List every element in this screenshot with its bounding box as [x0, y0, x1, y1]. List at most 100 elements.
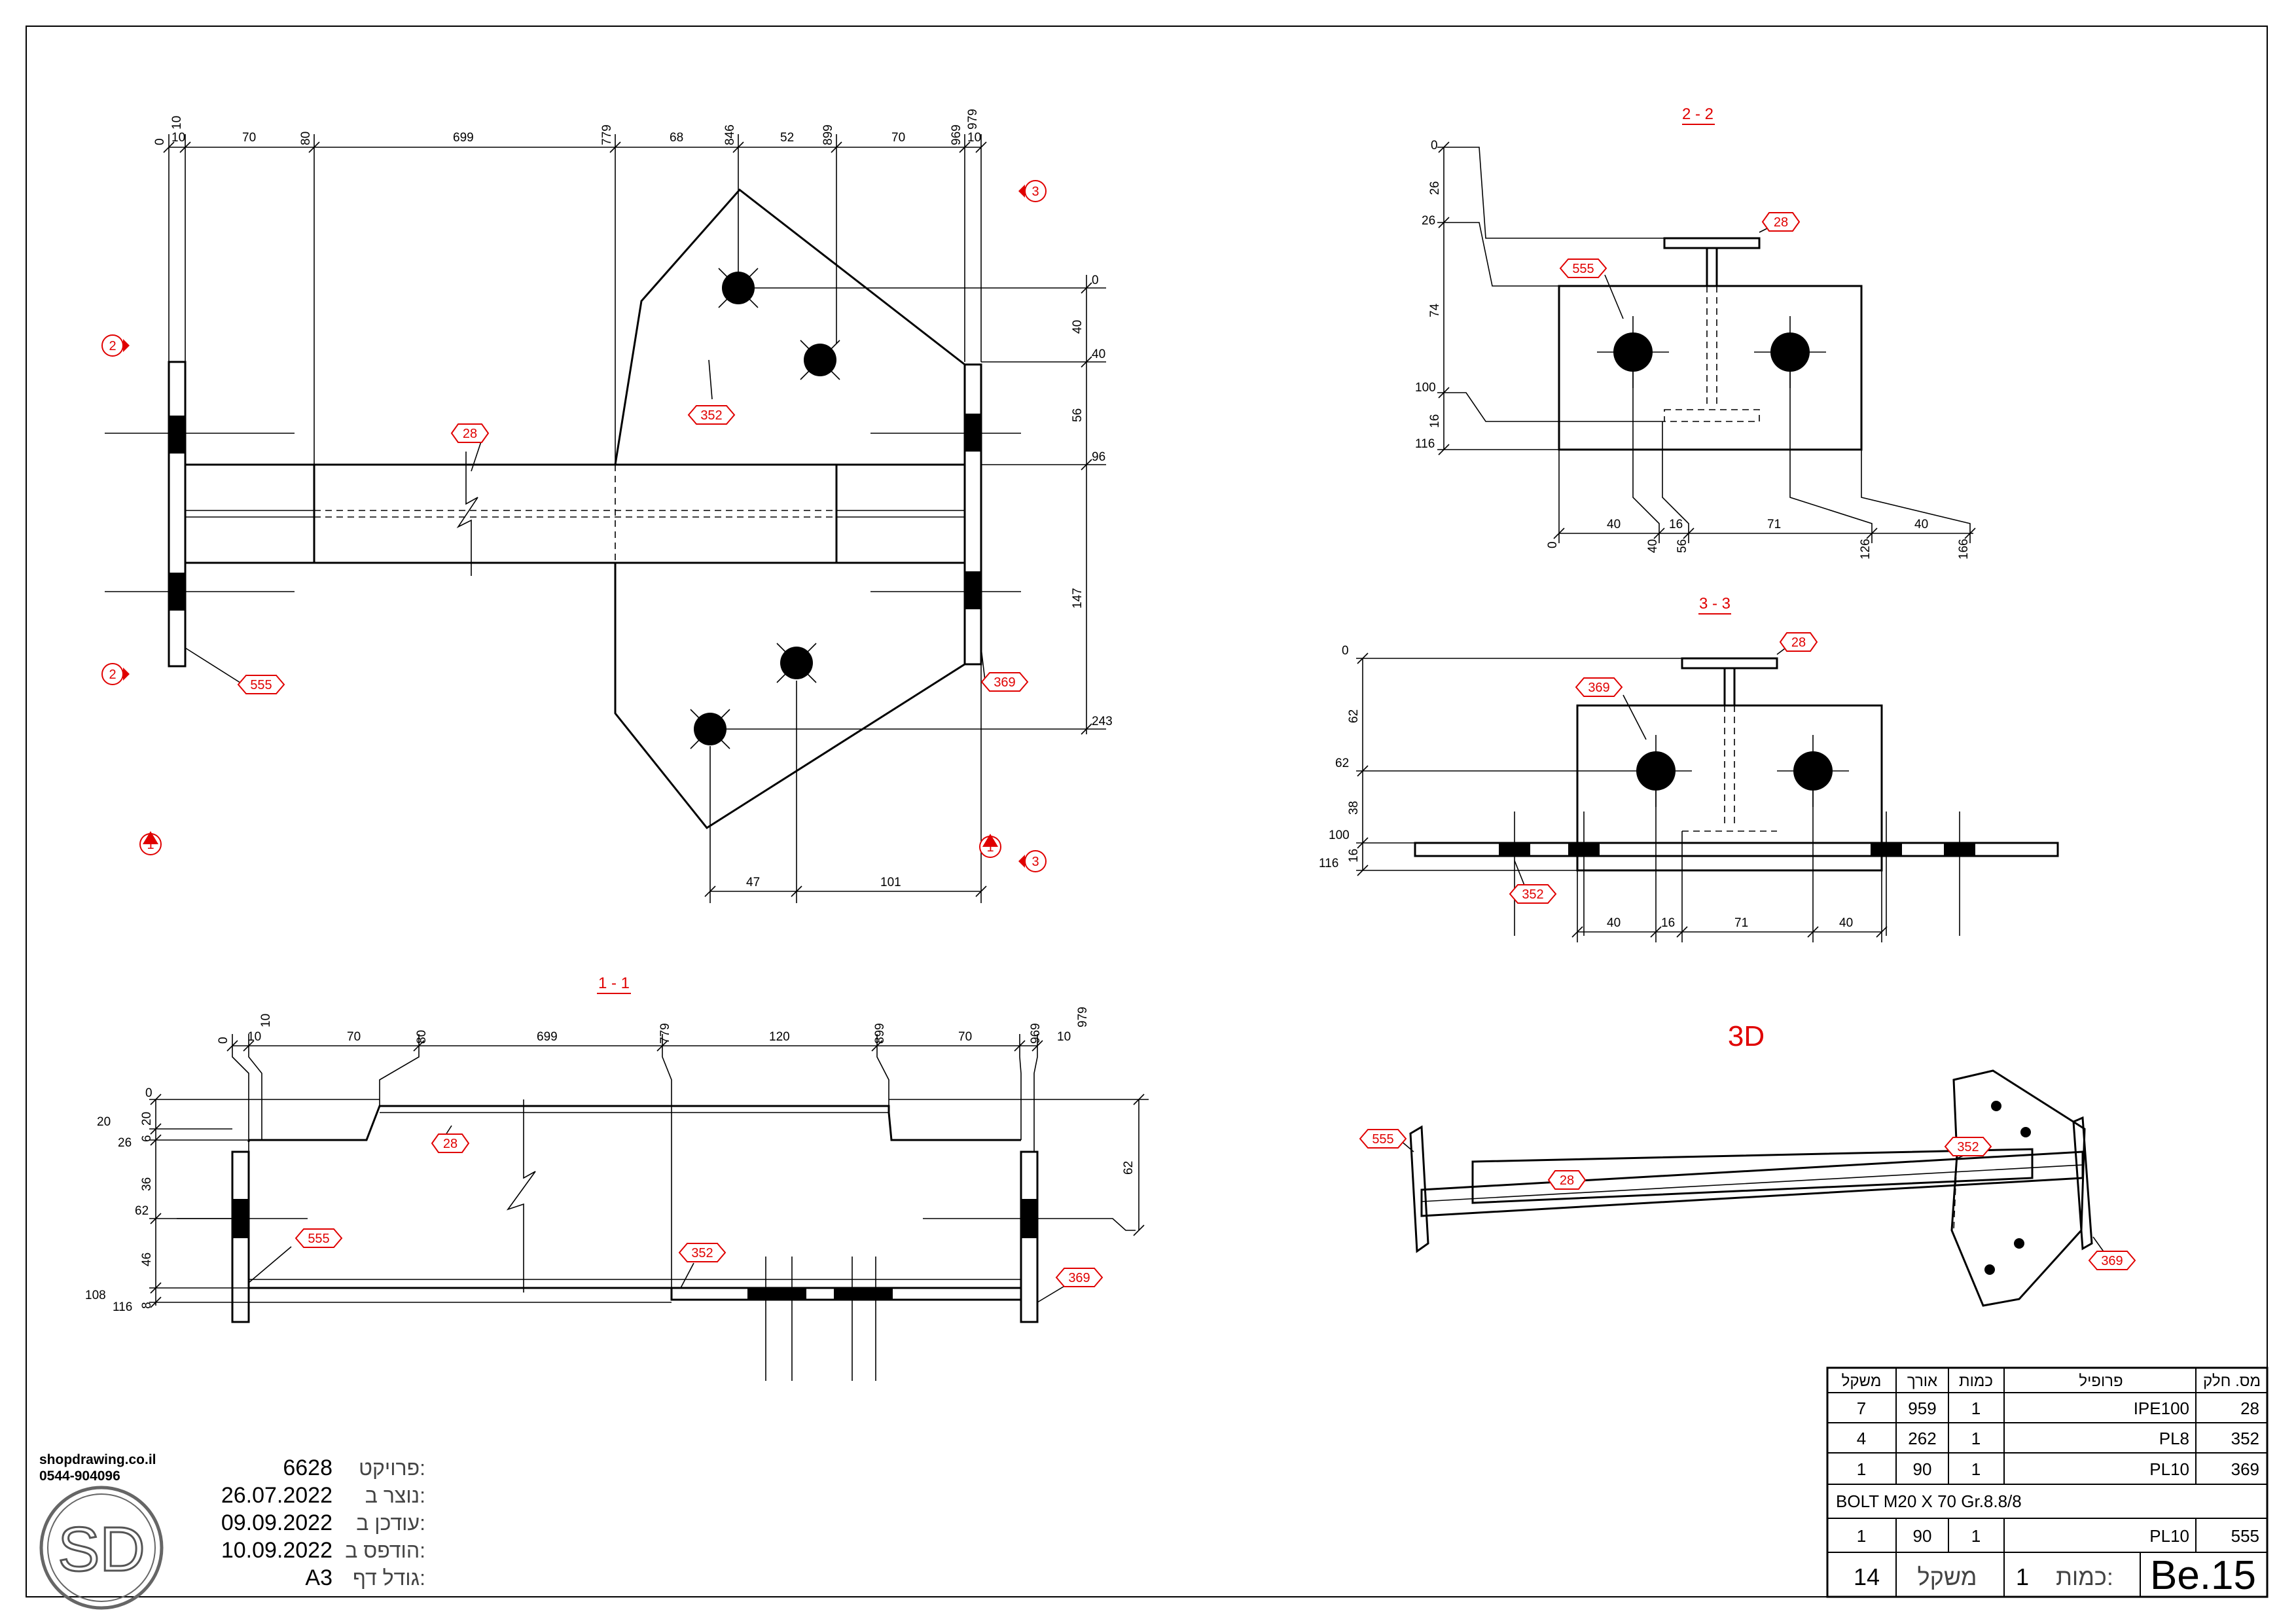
marker-label: 2	[109, 668, 116, 682]
dim: 699	[537, 1030, 558, 1044]
part-tag-555: 555	[1359, 1129, 1407, 1149]
dim: 47	[746, 876, 760, 889]
svg-text:4: 4	[1857, 1429, 1866, 1448]
dim: 10	[967, 131, 981, 145]
dim: 779	[600, 124, 614, 145]
dim: 26	[118, 1136, 132, 1150]
assembly-weight-label: משקל	[1918, 1563, 1977, 1590]
project-number: 6628	[283, 1455, 332, 1480]
parts-table: משקל אורך כמות פרופיל מס. חלק 7 959 1 IP…	[1826, 1366, 2269, 1598]
svg-text:555: 555	[1372, 1132, 1393, 1147]
dim: 16	[1669, 518, 1683, 531]
dim: 16	[1347, 849, 1361, 863]
project-info: 6628 26.07.2022 09.09.2022 10.09.2022 A3	[221, 1455, 332, 1590]
label-updated: עודכן ב:	[356, 1511, 425, 1535]
plan-view: 0 10 80 779 846 899 969 979 10 70 699 68…	[105, 109, 1113, 903]
page-size: A3	[305, 1565, 332, 1590]
dim: 40	[1839, 916, 1853, 930]
dim: 243	[1092, 715, 1113, 728]
dim: 100	[1329, 829, 1350, 842]
dim: 10	[259, 1014, 273, 1027]
part-tag-369: 369	[2088, 1251, 2136, 1270]
dim: 699	[453, 131, 474, 145]
dim: 26	[1428, 181, 1442, 195]
dim: 979	[1076, 1007, 1090, 1027]
part-tag-28: 28	[431, 1133, 470, 1153]
svg-text:90: 90	[1913, 1526, 1932, 1546]
svg-text:369: 369	[2101, 1254, 2123, 1268]
marker-3: 3	[1018, 850, 1047, 872]
plan-tags: 28 352 555 369	[237, 405, 1029, 694]
dim: 0	[1342, 644, 1349, 658]
section-markers: 1 1 2 2 3 3	[101, 180, 1047, 872]
dim: 70	[891, 131, 905, 145]
svg-text:28: 28	[1791, 635, 1806, 650]
dim: 40	[1607, 518, 1621, 531]
svg-text:369: 369	[2231, 1459, 2259, 1479]
bolt-note: BOLT M20 X 70 Gr.8.8/8	[1836, 1491, 2022, 1511]
svg-text:369: 369	[994, 675, 1015, 690]
dim: 71	[1767, 518, 1781, 531]
dim: 0	[1431, 139, 1438, 152]
part-tag-352: 352	[687, 405, 736, 425]
project-info-labels: פרויקט: נוצר ב: עודכן ב: הודפס ב: גודל ד…	[345, 1456, 425, 1590]
dim: 40	[1914, 518, 1928, 531]
svg-text:1: 1	[1971, 1459, 1981, 1479]
assembly-mark: Be.15	[2150, 1553, 2256, 1598]
part-tag-555: 555	[237, 675, 285, 694]
svg-text:1: 1	[1857, 1526, 1866, 1546]
header-profile: פרופיל	[2079, 1372, 2123, 1390]
dim: 70	[242, 131, 256, 145]
svg-text:90: 90	[1913, 1459, 1932, 1479]
part-tag-555: 555	[1559, 259, 1607, 278]
svg-text:1: 1	[1971, 1429, 1981, 1448]
label-created: נוצר ב:	[365, 1484, 425, 1507]
section-title: 1 - 1	[598, 974, 630, 992]
part-tag-28: 28	[1547, 1170, 1587, 1190]
part-tag-28: 28	[1761, 212, 1801, 232]
assembly-weight: 14	[1854, 1563, 1880, 1590]
dim: 40	[1607, 916, 1621, 930]
dim: 116	[1415, 437, 1435, 451]
marker-label: 3	[1031, 855, 1039, 869]
dim: 70	[347, 1030, 361, 1044]
svg-text:262: 262	[1908, 1429, 1936, 1448]
marker-label: 3	[1031, 185, 1039, 199]
svg-text:369: 369	[1068, 1271, 1090, 1285]
assembly-qty-label: כמות:	[2056, 1563, 2113, 1590]
company-block: shopdrawing.co.il 0544-904096 SD	[39, 1452, 164, 1610]
dim: 16	[1661, 916, 1675, 930]
dim: 126	[1859, 539, 1873, 560]
svg-text:352: 352	[1522, 887, 1543, 902]
part-tag-352: 352	[1509, 884, 1557, 904]
marker-2: 2	[101, 334, 130, 357]
dim: 26	[1422, 214, 1435, 228]
dim: 0	[145, 1086, 152, 1100]
marker-1: 1	[979, 834, 1001, 858]
dim: 62	[1122, 1161, 1136, 1175]
printed-date: 10.09.2022	[221, 1538, 332, 1563]
svg-text:555: 555	[308, 1232, 329, 1246]
dim: 10	[171, 131, 185, 145]
dim: 56	[1676, 539, 1689, 553]
dim: 38	[1347, 801, 1361, 815]
dim: 71	[1734, 916, 1748, 930]
dim: 116	[1319, 857, 1338, 870]
dim: 0	[1092, 274, 1099, 287]
dim: 166	[1957, 539, 1971, 560]
marker-2: 2	[101, 663, 130, 685]
dim: 0	[217, 1037, 230, 1044]
dim: 116	[113, 1300, 132, 1314]
dim: 969	[950, 124, 963, 145]
dim: 8	[140, 1302, 154, 1309]
dim: 46	[140, 1253, 154, 1266]
svg-text:28: 28	[2240, 1399, 2259, 1418]
svg-text:959: 959	[1908, 1399, 1936, 1418]
dim: 10	[1057, 1030, 1071, 1044]
dim: 0	[153, 138, 167, 145]
header-part: מס. חלק	[2203, 1372, 2261, 1390]
svg-text:PL10: PL10	[2149, 1459, 2189, 1479]
table-row: 7 959 1 IPE100 28	[1857, 1399, 2259, 1418]
label-project: פרויקט:	[359, 1456, 425, 1480]
dim: 68	[670, 131, 683, 145]
